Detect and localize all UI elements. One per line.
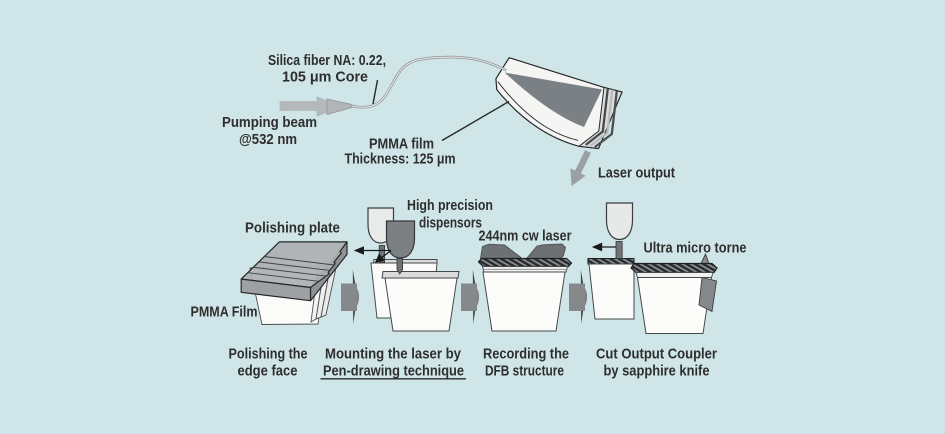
svg-text:by sapphire knife: by sapphire knife <box>604 363 710 380</box>
svg-text:edge face: edge face <box>238 363 298 380</box>
svg-text:Thickness: 125 μm: Thickness: 125 μm <box>345 151 456 168</box>
svg-text:244nm cw laser: 244nm cw laser <box>479 228 572 245</box>
svg-text:Cut Output Coupler: Cut Output Coupler <box>596 346 717 363</box>
svg-text:Laser output: Laser output <box>598 165 675 182</box>
svg-text:Mounting the laser by: Mounting the laser by <box>325 346 462 363</box>
svg-text:@532 nm: @532 nm <box>239 131 297 148</box>
svg-text:Pen-drawing technique: Pen-drawing technique <box>323 363 464 380</box>
svg-text:Pumping beam: Pumping beam <box>222 114 317 131</box>
svg-text:105 μm Core: 105 μm Core <box>282 68 368 85</box>
svg-text:DFB structure: DFB structure <box>485 363 564 380</box>
svg-text:Polishing plate: Polishing plate <box>245 220 340 237</box>
svg-text:PMMA film: PMMA film <box>369 136 434 153</box>
svg-text:Silica fiber NA: 0.22,: Silica fiber NA: 0.22, <box>268 52 386 69</box>
svg-text:Ultra micro torne: Ultra micro torne <box>644 240 747 257</box>
svg-text:PMMA Film: PMMA Film <box>191 304 258 321</box>
svg-text:dispensors: dispensors <box>419 215 482 232</box>
svg-text:Recording the: Recording the <box>483 346 569 363</box>
svg-text:Polishing the: Polishing the <box>229 346 308 363</box>
svg-text:High precision: High precision <box>407 197 493 214</box>
